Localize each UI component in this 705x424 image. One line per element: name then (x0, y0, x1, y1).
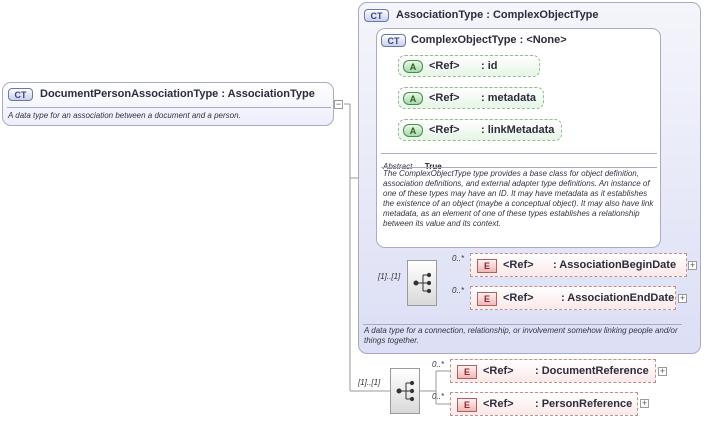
association-type-description: A data type for a connection, relationsh… (364, 326, 678, 345)
complex-object-type-title: ComplexObjectType : <None> (411, 34, 567, 46)
element-badge: E (457, 365, 477, 379)
element-name: : DocumentReference (535, 365, 649, 377)
collapse-toggle-icon[interactable]: − (334, 99, 343, 109)
attribute-badge: A (403, 124, 423, 137)
root-type-node[interactable]: CT DocumentPersonAssociationType : Assoc… (2, 82, 334, 126)
element-ref: <Ref> (503, 292, 534, 304)
divider (381, 153, 657, 154)
element-badge: E (457, 398, 477, 412)
root-type-title: DocumentPersonAssociationType : Associat… (40, 88, 315, 100)
sequence-compositor[interactable] (407, 260, 437, 306)
element-cardinality: 0..* (452, 254, 465, 263)
attribute-badge: A (403, 60, 423, 73)
divider (381, 167, 657, 168)
association-type-title: AssociationType : ComplexObjectType (396, 9, 599, 21)
attribute-ref: <Ref> (429, 92, 460, 104)
sequence-icon (413, 272, 432, 294)
sequence-cardinality: [1]..[1] (378, 272, 401, 281)
expand-toggle-icon[interactable]: + (658, 366, 667, 376)
expand-toggle-icon[interactable]: + (640, 398, 649, 408)
divider (7, 107, 331, 108)
element-name: : PersonReference (535, 398, 633, 410)
element-association-begin-date[interactable]: E <Ref> : AssociationBeginDate (470, 253, 687, 277)
element-badge: E (477, 292, 497, 306)
root-type-description: A data type for an association between a… (8, 111, 241, 120)
element-association-end-date[interactable]: E <Ref> : AssociationEndDate (470, 286, 676, 310)
complex-type-badge: CT (364, 9, 389, 22)
element-ref: <Ref> (483, 365, 514, 377)
complex-type-badge: CT (381, 34, 406, 47)
element-ref: <Ref> (483, 398, 514, 410)
sequence-cardinality: [1]..[1] (358, 378, 381, 387)
sequence-icon (396, 380, 415, 402)
expand-toggle-icon[interactable]: + (678, 293, 687, 303)
element-badge: E (477, 259, 497, 273)
element-name: : AssociationBeginDate (553, 259, 677, 271)
attribute-id[interactable]: A <Ref> : id (398, 55, 540, 77)
complex-type-badge: CT (8, 88, 33, 101)
abstract-value: True (424, 162, 442, 171)
expand-toggle-icon[interactable]: + (688, 260, 697, 270)
attribute-badge: A (403, 92, 423, 105)
element-person-reference[interactable]: E <Ref> : PersonReference (450, 392, 638, 416)
complex-object-type-description: The ComplexObjectType type provides a ba… (383, 169, 654, 228)
attribute-ref: <Ref> (429, 60, 460, 72)
attribute-metadata[interactable]: A <Ref> : metadata (398, 87, 544, 109)
element-cardinality: 0..* (452, 286, 465, 295)
attribute-ref: <Ref> (429, 124, 460, 136)
attribute-name: : metadata (481, 92, 537, 104)
element-cardinality: 0..* (432, 360, 445, 369)
abstract-label: Abstract (383, 162, 413, 171)
element-name: : AssociationEndDate (561, 292, 675, 304)
element-document-reference[interactable]: E <Ref> : DocumentReference (450, 359, 656, 383)
attribute-name: : id (481, 60, 498, 72)
abstract-row: Abstract True (383, 156, 442, 174)
sequence-compositor[interactable] (390, 368, 420, 414)
attribute-link-metadata[interactable]: A <Ref> : linkMetadata (398, 119, 562, 141)
element-cardinality: 0..* (432, 392, 445, 401)
attribute-name: : linkMetadata (481, 124, 555, 136)
divider (363, 324, 682, 325)
element-ref: <Ref> (503, 259, 534, 271)
